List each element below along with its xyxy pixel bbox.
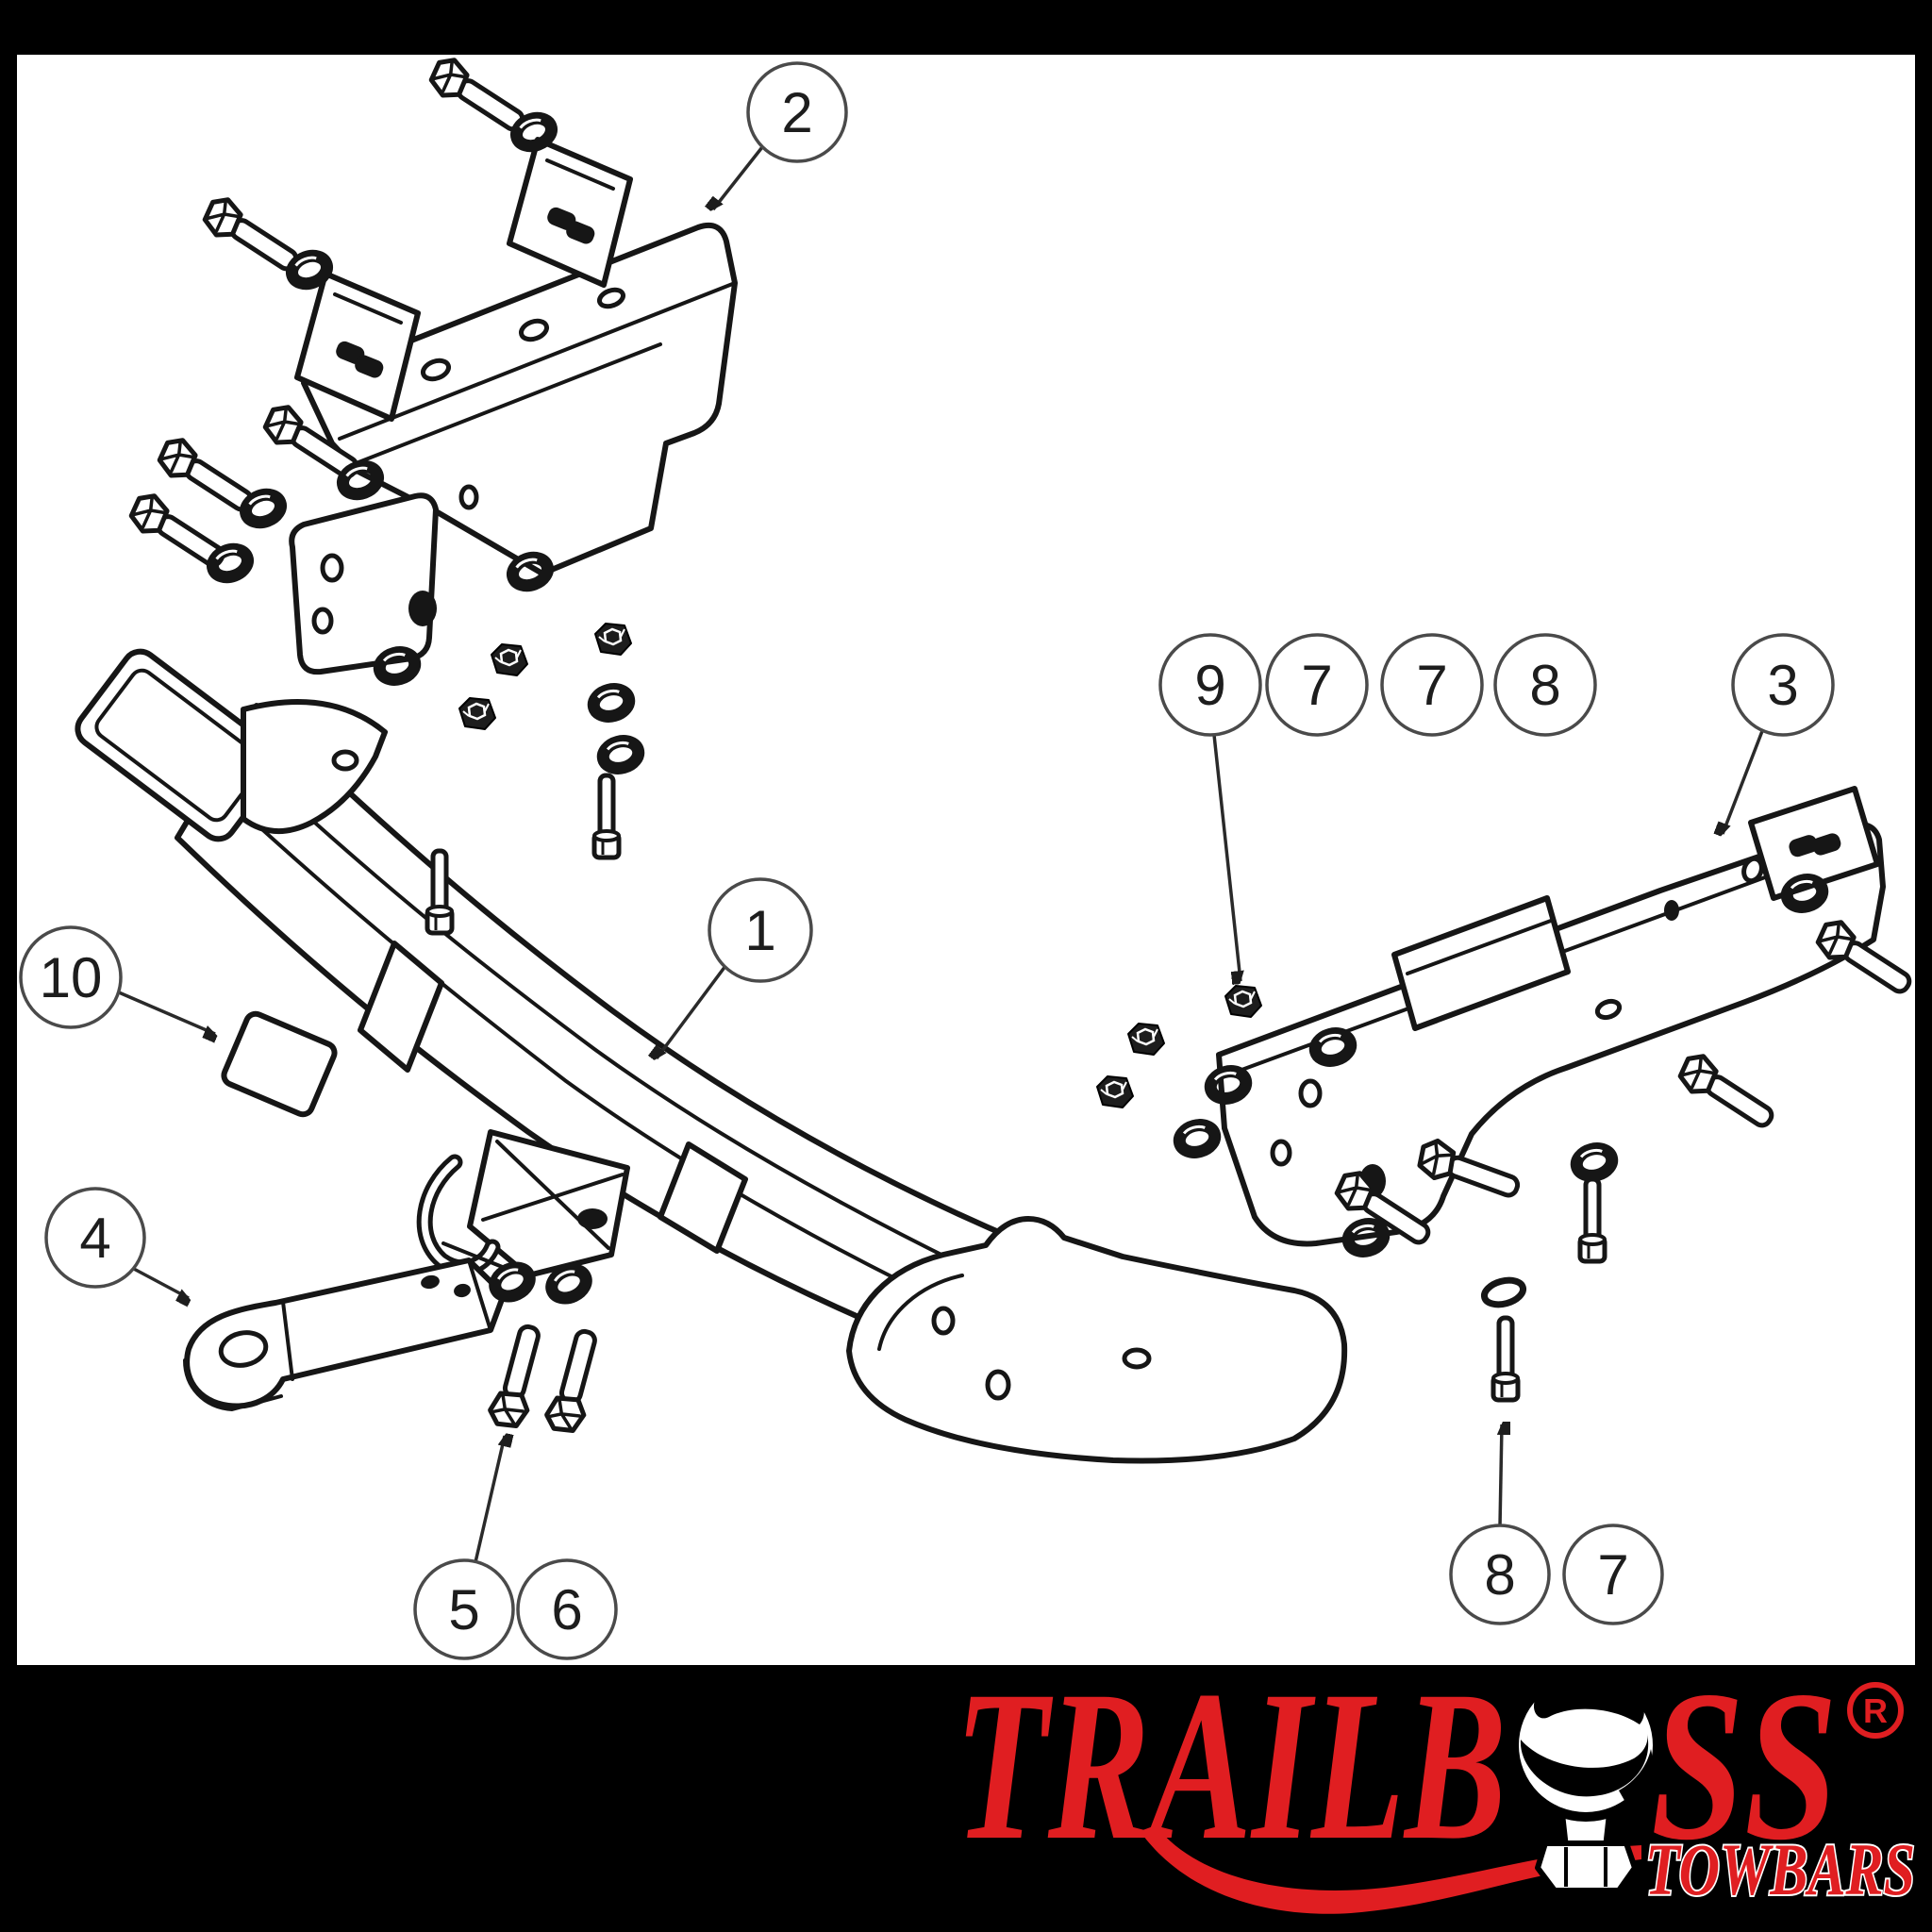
callout-7c: 7 bbox=[1562, 1524, 1664, 1625]
socket-bolt-icon bbox=[594, 775, 619, 858]
callout-6: 6 bbox=[516, 1558, 618, 1660]
callout-8b-label: 8 bbox=[1484, 1543, 1515, 1607]
socket-bolt-icon bbox=[1493, 1318, 1518, 1400]
callout-1: 1 bbox=[657, 877, 813, 1058]
callout-2-label: 2 bbox=[781, 81, 812, 144]
hex-nut-icon bbox=[593, 622, 633, 657]
callout-9: 9 bbox=[1158, 633, 1262, 981]
logo-brand-left: TRAILB bbox=[955, 1647, 1507, 1885]
hex-nut-icon bbox=[490, 642, 529, 677]
callout-7a-label: 7 bbox=[1301, 654, 1332, 717]
part-right-bracket bbox=[1216, 786, 1886, 1247]
hex-nut-icon bbox=[1095, 1074, 1135, 1109]
callout-4: 4 bbox=[44, 1187, 189, 1298]
callout-3-label: 3 bbox=[1767, 654, 1798, 717]
logo-swoosh bbox=[1143, 1826, 1641, 1914]
hex-nut-icon bbox=[1126, 1022, 1166, 1057]
logo-tagline: TOWBARS bbox=[1645, 1828, 1915, 1910]
part-tongue bbox=[183, 1257, 507, 1411]
hex-nut-icon bbox=[1224, 984, 1263, 1019]
callout-4-label: 4 bbox=[79, 1207, 110, 1270]
towball-icon bbox=[1509, 1669, 1662, 1893]
callout-7b-label: 7 bbox=[1416, 654, 1447, 717]
hex-nut-icon bbox=[458, 696, 497, 731]
callout-2: 2 bbox=[713, 61, 848, 209]
callout-8a-label: 8 bbox=[1529, 654, 1560, 717]
registered-mark: R bbox=[1847, 1682, 1904, 1739]
compliance-plate bbox=[221, 1010, 338, 1118]
callouts: 2 9 7 7 8 3 1 bbox=[19, 61, 1835, 1660]
callout-6-label: 6 bbox=[551, 1578, 582, 1641]
callout-9-label: 9 bbox=[1194, 654, 1225, 717]
logo-brand-right: SS bbox=[1651, 1647, 1838, 1885]
socket-bolt-icon bbox=[1580, 1179, 1605, 1261]
callout-10-label: 10 bbox=[40, 946, 103, 1009]
callout-7b: 7 bbox=[1380, 633, 1484, 737]
callout-7c-label: 7 bbox=[1597, 1543, 1628, 1607]
part-crossbar bbox=[75, 648, 1348, 1464]
callout-5: 5 bbox=[413, 1436, 515, 1660]
callout-5-label: 5 bbox=[448, 1578, 479, 1641]
callout-8a: 8 bbox=[1493, 633, 1597, 737]
callout-10: 10 bbox=[19, 925, 215, 1034]
callout-1-label: 1 bbox=[744, 899, 775, 962]
callout-8b: 8 bbox=[1449, 1424, 1551, 1625]
trailboss-logo: TRAILB SS R TOWBARS bbox=[955, 1647, 1917, 1914]
socket-bolt-icon bbox=[427, 851, 452, 933]
part-left-bracket bbox=[289, 137, 738, 675]
callout-7a: 7 bbox=[1265, 633, 1369, 737]
registered-letter: R bbox=[1863, 1691, 1888, 1730]
callout-3: 3 bbox=[1723, 633, 1835, 834]
